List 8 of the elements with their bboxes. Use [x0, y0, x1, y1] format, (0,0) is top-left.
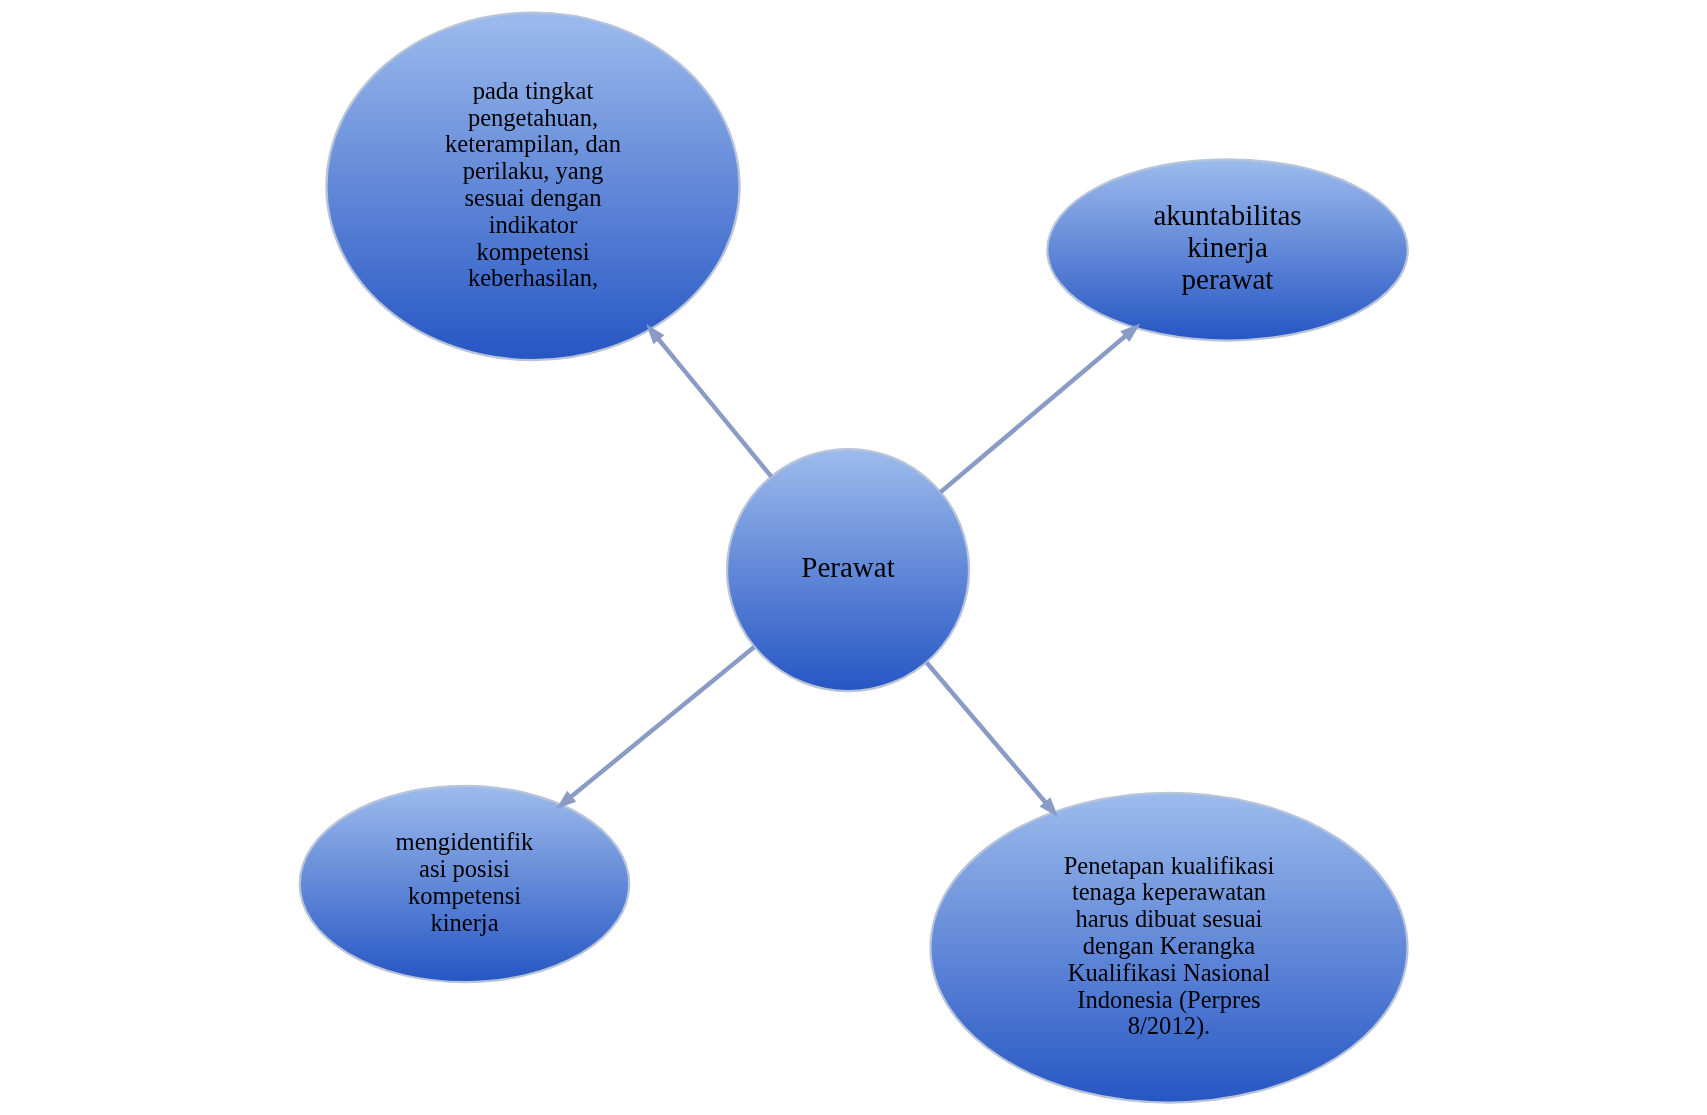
arrow — [938, 323, 1141, 494]
node-ellipse: Penetapan kualifikasi tenaga keperawatan harus dibuat sesuai dengan Kerangka Kualifikasi Nasional Indonesia (Perpres 8/2012). — [929, 791, 1409, 1104]
arrow — [646, 324, 774, 479]
arrow — [556, 645, 756, 810]
node-circle: Perawat — [725, 448, 971, 693]
node-ellipse: mengidentifik asi posisi kompetensi kinerja — [298, 784, 631, 984]
arrow — [924, 661, 1059, 818]
node-ellipse: pada tingkat pengetahuan, keterampilan, dan perilaku, yang sesuai dengan indikator kompetensi keberhasilan, — [325, 11, 741, 362]
